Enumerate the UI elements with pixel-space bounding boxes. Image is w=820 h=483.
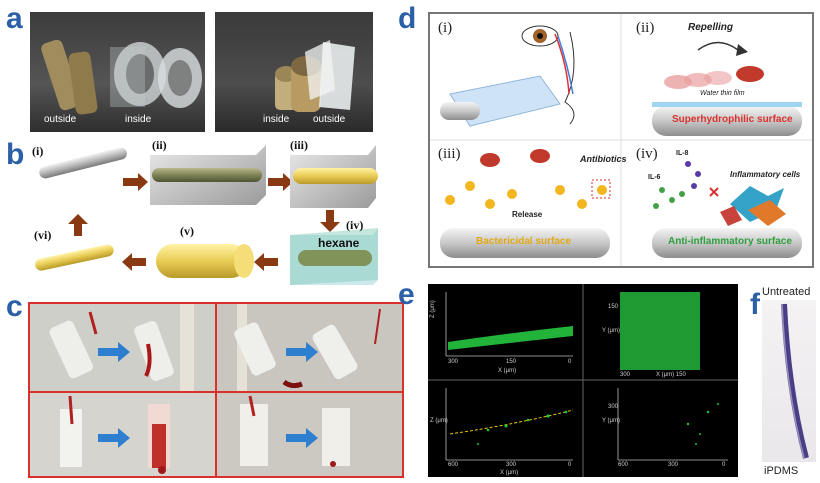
- panel-f-photo: [762, 300, 816, 462]
- il6-label: IL-6: [648, 174, 661, 181]
- e-xlabel-1: X (μm): [498, 368, 517, 374]
- e-tick-3c: 0: [568, 462, 572, 468]
- arrow-up-icon: [68, 214, 88, 236]
- e-tick-2y: 150: [608, 304, 619, 310]
- arrow-left-icon: [254, 253, 278, 271]
- label-outside-right: outside: [313, 114, 346, 125]
- e-zlabel-1: Z (μm): [430, 300, 436, 318]
- panel-letter-d: d: [398, 2, 417, 35]
- arrow-right-icon: [286, 342, 318, 362]
- label-inside-right: inside: [263, 114, 290, 125]
- bactericidal-label: Bactericidal surface: [476, 236, 572, 247]
- e-xlabel-3: X (μm): [500, 470, 519, 476]
- arrow-down-icon: [320, 210, 340, 232]
- panel-a-photo-left: outside inside: [30, 12, 205, 132]
- release-label: Release: [512, 210, 543, 219]
- panel-e-grid: Z (μm) X (μm) 300 150 0 Y (μm) 150 300 X…: [428, 284, 738, 477]
- e-tick-1c: 0: [568, 359, 572, 365]
- anti-inflammatory-label: Anti-inflammatory surface: [668, 236, 792, 247]
- quad-i: (i): [438, 20, 453, 36]
- multifunction-schematic: [430, 14, 812, 266]
- tube-photo-right: [275, 40, 355, 112]
- untreated-label: Untreated: [760, 286, 813, 298]
- panel-a-photo-right: inside outside: [215, 12, 373, 132]
- il8-label: IL-8: [676, 150, 689, 157]
- repelling-label: Repelling: [688, 22, 734, 33]
- arrow-right-icon: [98, 342, 130, 362]
- e-tick-1a: 300: [448, 359, 459, 365]
- step-iv: (iv): [346, 218, 364, 232]
- hexane-label: hexane: [318, 236, 360, 250]
- panel-d-frame: (i) (ii) (iii) (iv) Repelling Water thin…: [428, 12, 814, 268]
- step-i: (i): [32, 144, 44, 158]
- e-tick-2b: X (μm) 150: [656, 372, 686, 378]
- e-tick-4a: 600: [618, 462, 629, 468]
- step-vi: (vi): [34, 228, 52, 242]
- panel-letter-a: a: [6, 2, 23, 35]
- e-zlabel-3: Z (μm): [430, 418, 448, 424]
- blood-repellency-photos: [30, 304, 402, 476]
- e-tick-1b: 150: [506, 359, 517, 365]
- panel-letter-f: f: [750, 288, 760, 321]
- panel-letter-e: e: [398, 278, 415, 311]
- panel-letter-b: b: [6, 138, 25, 171]
- fabrication-steps-diagram: [35, 145, 378, 285]
- ipdms-label: iPDMS: [764, 465, 799, 477]
- e-tick-4b: 300: [668, 462, 679, 468]
- inflammatory-cells-label: Inflammatory cells: [730, 170, 801, 179]
- step-iii: (iii): [290, 138, 308, 152]
- arrow-right-icon: [98, 428, 130, 448]
- step-v: (v): [180, 224, 194, 238]
- e-tick-3a: 600: [448, 462, 459, 468]
- arrow-right-icon: [286, 428, 318, 448]
- e-ylabel-2: Y (μm): [602, 328, 621, 334]
- catheter-photo: [781, 303, 809, 459]
- step-ii: (ii): [152, 138, 167, 152]
- arrow-right-icon: [268, 173, 293, 191]
- confocal-images: [428, 284, 738, 477]
- label-inside-left: inside: [125, 114, 152, 125]
- e-tick-4y: 300: [608, 404, 619, 410]
- panel-c-frame: [28, 302, 404, 478]
- quad-iv: (iv): [636, 146, 658, 162]
- label-outside-left: outside: [44, 114, 77, 125]
- superhydrophilic-label: Superhydrophilic surface: [672, 114, 793, 125]
- arrow-right-icon: [123, 173, 148, 191]
- e-tick-2a: 300: [620, 372, 631, 378]
- panel-letter-c: c: [6, 290, 23, 323]
- antibiotics-label: Antibiotics: [580, 154, 627, 164]
- e-tick-4c: 0: [722, 462, 726, 468]
- quad-iii: (iii): [438, 146, 461, 162]
- e-ylabel-4: Y (μm): [602, 418, 621, 424]
- water-film-label: Water thin film: [700, 90, 745, 97]
- quad-ii: (ii): [636, 20, 655, 36]
- arrow-left-icon: [122, 253, 146, 271]
- e-tick-3b: 300: [506, 462, 517, 468]
- tube-photo-left: [41, 39, 202, 115]
- panel-b-schematic: (i) (ii) (iii) (iv) (v) (vi) hexane: [28, 138, 378, 285]
